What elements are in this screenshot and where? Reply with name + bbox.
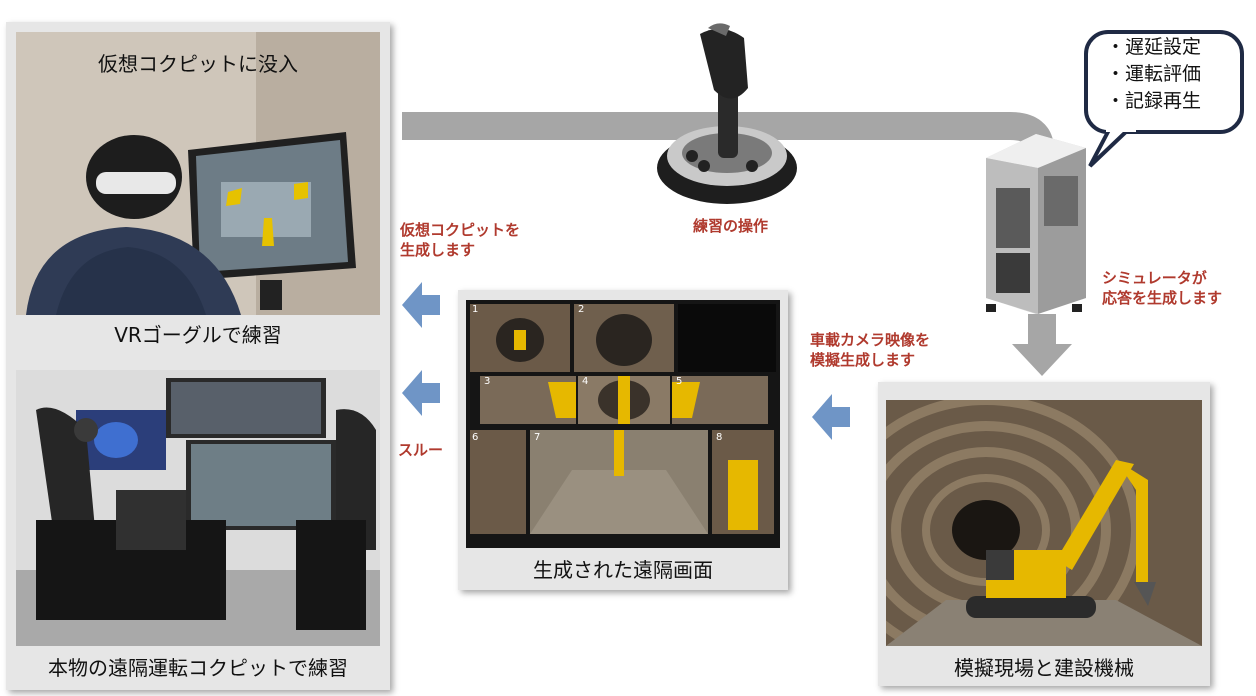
vr-scene-illustration [16, 32, 380, 315]
tunnel-excavator-illustration [886, 400, 1202, 646]
center-panel: 1 2 3 4 5 6 7 8 生成された遠隔画面 [458, 290, 788, 590]
passthrough-label: スルー [398, 441, 444, 459]
real-cockpit-caption: 本物の遠隔運転コクピットで練習 [48, 656, 348, 680]
left-panel: 仮想コクピットに没入 VRゴーグルで練習 本物の遠隔運転コクピットで練習 [6, 22, 390, 690]
vr-goggle-photo: 仮想コクピットに没入 [16, 32, 380, 315]
simulated-site-caption: 模擬現場と建設機械 [954, 656, 1134, 680]
arrow-to-remote-screen [812, 394, 850, 440]
camera-sim-label-line2: 模擬生成します [810, 351, 916, 369]
camera-number-8: 8 [716, 432, 723, 443]
joystick-label: 練習の操作 [693, 217, 769, 235]
camera-sim-label: 車載カメラ映像を 模擬生成します [810, 330, 930, 370]
remote-screen-grid: 1 2 3 4 5 6 7 8 [466, 300, 780, 548]
simulator-label: シミュレータが 応答を生成します [1102, 268, 1222, 308]
virtual-cockpit-label-line2: 生成します [400, 241, 476, 259]
simulator-label-line2: 応答を生成します [1102, 289, 1223, 307]
camera-number-2: 2 [578, 304, 585, 315]
camera-number-3: 3 [484, 376, 491, 387]
camera-number-6: 6 [472, 432, 479, 443]
callout-item-evaluation: ・運転評価 [1106, 63, 1202, 85]
camera-sim-label-line1: 車載カメラ映像を [810, 331, 931, 349]
joystick-icon [657, 23, 797, 204]
remote-screen-illustration [466, 300, 780, 548]
pc-tower-icon [986, 134, 1086, 314]
camera-number-5: 5 [676, 376, 683, 387]
callout-item-replay: ・記録再生 [1106, 90, 1202, 112]
real-cockpit-photo [16, 370, 380, 646]
camera-number-4: 4 [582, 376, 589, 387]
arrow-to-vr [402, 282, 440, 328]
remote-screen-caption: 生成された遠隔画面 [533, 558, 713, 582]
virtual-cockpit-label: 仮想コクピットを 生成します [400, 220, 520, 260]
camera-number-7: 7 [534, 432, 541, 443]
callout-text: ・遅延設定 ・運転評価 ・記録再生 [1106, 34, 1201, 115]
callout-item-delay: ・遅延設定 [1106, 36, 1202, 58]
simulator-label-line1: シミュレータが [1102, 269, 1207, 287]
real-cockpit-illustration [16, 370, 380, 646]
right-panel: 模擬現場と建設機械 [878, 382, 1210, 686]
callout-bubble [1084, 30, 1244, 168]
camera-number-1: 1 [472, 304, 479, 315]
vr-goggle-caption: VRゴーグルで練習 [114, 323, 282, 347]
simulated-site-image [886, 400, 1202, 646]
arrow-to-real-cockpit [402, 370, 440, 416]
virtual-cockpit-label-line1: 仮想コクピットを [400, 221, 521, 239]
vr-photo-overlay-text: 仮想コクピットに没入 [98, 52, 298, 76]
arrow-down-gray [1012, 314, 1072, 376]
